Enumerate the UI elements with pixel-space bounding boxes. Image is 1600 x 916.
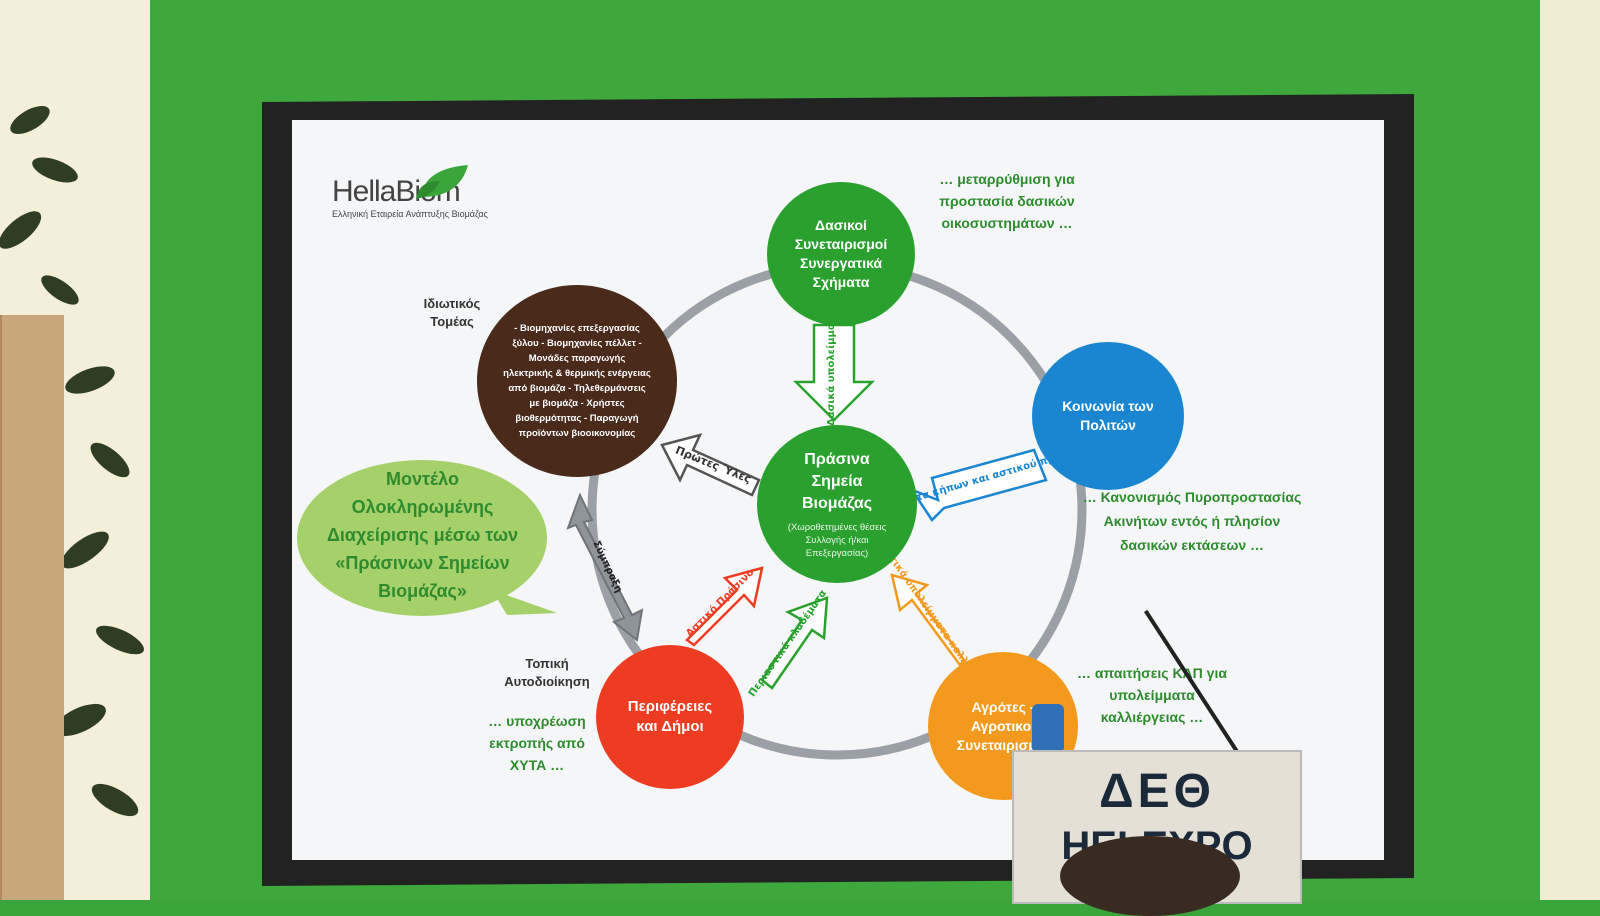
bubble-text: Μοντέλο Ολοκληρωμένης Διαχείρισης μέσω τ… <box>326 469 519 601</box>
circle-farmers-label: Αγρότες - Αγροτικοί Συνεταιρισμοί <box>956 698 1050 753</box>
label-local-government: Τοπική Αυτοδιοίκηση <box>504 656 590 689</box>
podium-logo-top: ΔΕΘ <box>1099 765 1215 818</box>
circle-regions: Περιφέρειες και Δήμοι <box>596 645 744 789</box>
circle-forest-label: Δασικοί Συνεταιρισμοί Συνεργατικά Σχήματ… <box>794 217 888 290</box>
side-board <box>0 315 64 900</box>
arrow-link: Σύμπραξη <box>566 492 644 642</box>
right-wall <box>1540 0 1600 900</box>
model-bubble <box>297 460 557 616</box>
circle-private-label: - Βιομηχανίες επεξεργασίας ξύλου - Βιομη… <box>503 323 651 439</box>
circle-regions-label: Περιφέρειες και Δήμοι <box>627 698 713 735</box>
plant-leaves <box>0 106 144 817</box>
circle-center: Πράσινα Σημεία Βιομάζας (Χωροθετημένες θ… <box>757 425 917 583</box>
arrow-urban: Αστικό Πράσινο <box>683 566 764 647</box>
note-landfill: … υποχρέωση εκτροπής από ΧΥΤΑ … <box>488 713 586 773</box>
note-forest: … μεταρρύθμιση για προστασία δασικών οικ… <box>939 171 1075 231</box>
hellabiom-logo: HellaBiom Ελληνική Εταιρεία Ανάπτυξης Βι… <box>332 165 488 219</box>
arrow-forest: Δασικά υπολείμματα <box>792 310 876 426</box>
circle-private: - Βιομηχανίες επεξεργασίας ξύλου - Βιομη… <box>477 285 677 477</box>
note-cap: … απαιτήσεις ΚΑΠ για υπολείμματα καλλιέρ… <box>1077 665 1227 725</box>
center-subtitle: (Χωροθετημένες θέσεις Συλλογής ή/και Επε… <box>787 521 887 559</box>
leaf-icon <box>416 165 468 199</box>
audience-head <box>1060 836 1240 916</box>
label-private-sector: Ιδιωτικός Τομέας <box>423 296 481 329</box>
logo-tagline: Ελληνική Εταιρεία Ανάπτυξης Βιομάζας <box>332 209 488 219</box>
arrow-roadside: Περιαστικά κλαδέματα <box>746 587 829 699</box>
water-bottle <box>1032 704 1064 750</box>
arrow-urban-label: Αστικό Πράσινο <box>683 566 756 639</box>
arrow-roadside-label: Περιαστικά κλαδέματα <box>746 587 829 699</box>
note-fire: … Κανονισμός Πυροπροστασίας Ακινήτων εντ… <box>1082 489 1302 553</box>
circle-forest: Δασικοί Συνεταιρισμοί Συνεργατικά Σχήματ… <box>767 182 915 326</box>
center-title: Πράσινα Σημεία Βιομάζας <box>801 450 873 512</box>
circle-citizens: Κοινωνία των Πολιτών <box>1032 342 1184 490</box>
projection-screen: Δασικά υπολείμματα Κλαδέματα κήπων και α… <box>292 120 1384 860</box>
circle-citizens-label: Κοινωνία των Πολιτών <box>1062 398 1154 433</box>
slide: Δασικά υπολείμματα Κλαδέματα κήπων και α… <box>292 120 1384 860</box>
arrow-forest-label: Δασικά υπολείμματα <box>825 310 837 426</box>
arrow-raw-materials: Πρώτες Ύλες <box>660 433 761 497</box>
